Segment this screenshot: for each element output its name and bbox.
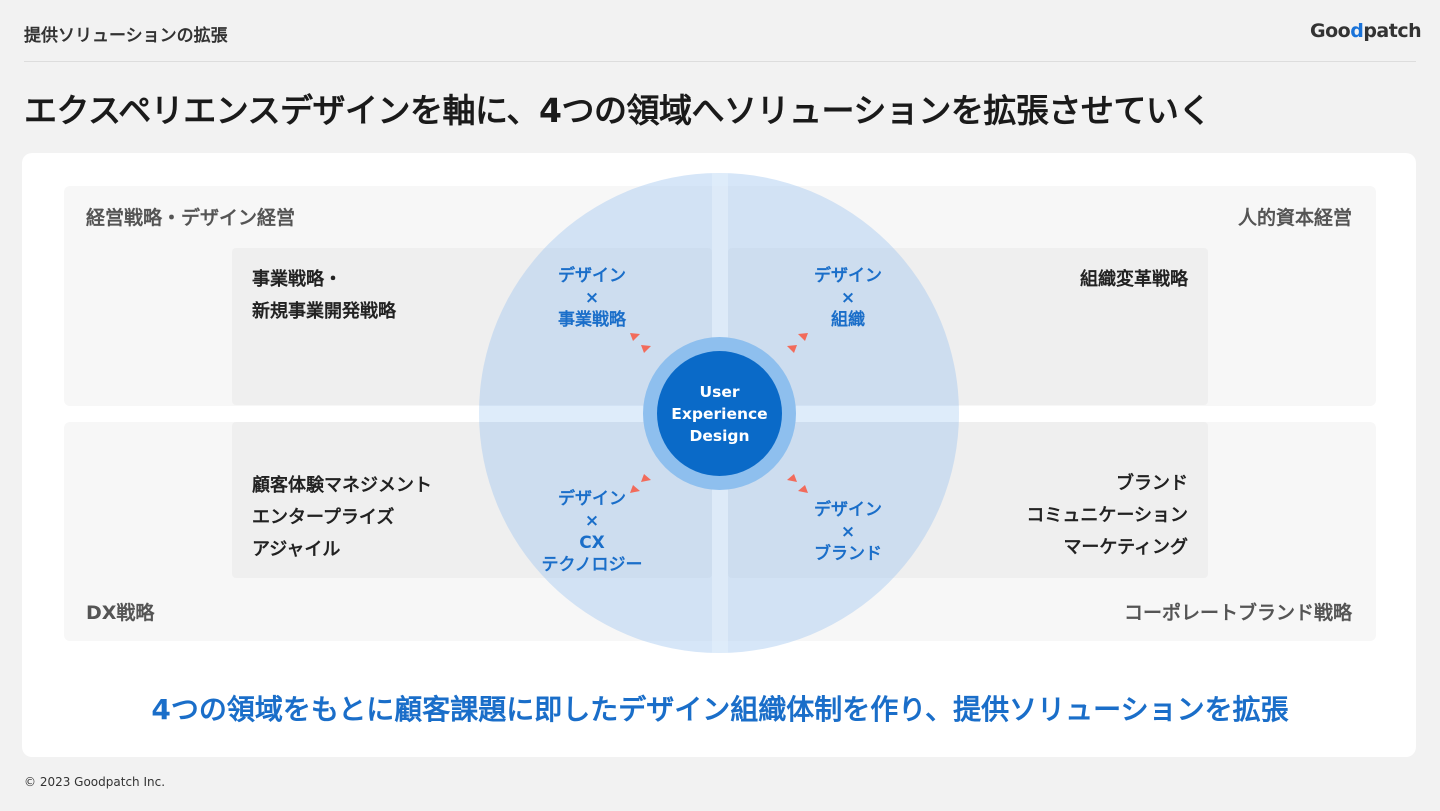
quadrant-label-tl: 経営戦略・デザイン経営: [86, 207, 296, 229]
arrow-icon: [787, 474, 797, 482]
items-bl: 顧客体験マネジメント エンタープライズ アジャイル: [252, 470, 432, 566]
axis-text: 事業戦略: [558, 310, 626, 330]
items-tl: 事業戦略・ 新規事業開発戦略: [252, 264, 396, 328]
axis-text: ブランド: [814, 544, 882, 564]
item: 組織変革戦略: [1080, 269, 1188, 290]
items-tr: 組織変革戦略: [1080, 264, 1188, 296]
divider: [24, 61, 1416, 62]
core-text: User: [699, 382, 740, 401]
item: 事業戦略・: [252, 269, 342, 290]
page-title: エクスペリエンスデザインを軸に、4つの領域へソリューションを拡張させていく: [24, 91, 1211, 130]
conclusion-text: 4つの領域をもとに顧客課題に即したデザイン組織体制を作り、提供ソリューションを拡…: [151, 693, 1289, 726]
copyright: © 2023 Goodpatch Inc.: [24, 775, 166, 789]
axis-tr: デザイン×組織: [788, 265, 908, 331]
box-top-left: [232, 248, 712, 405]
axis-text: ×: [584, 288, 600, 308]
quadrant-label-br: コーポレートブランド戦略: [1123, 602, 1352, 624]
quadrant-label-bl: DX戦略: [86, 602, 155, 624]
arrow-icon: [798, 333, 808, 341]
item: ブランド: [1116, 473, 1188, 494]
axis-br: デザイン×ブランド: [788, 499, 908, 565]
box-bottom-right: [728, 422, 1208, 578]
axis-text: デザイン: [814, 500, 882, 520]
axis-text: 組織: [831, 310, 865, 330]
item: マーケティング: [1063, 537, 1188, 558]
box-top-right: [728, 248, 1208, 405]
arrow-icon: [798, 485, 808, 493]
axis-text: テクノロジー: [541, 555, 643, 575]
axis-text: デザイン: [814, 266, 882, 286]
item: アジャイル: [252, 539, 341, 560]
items-br: ブランド コミュニケーション マーケティング: [1026, 468, 1188, 564]
section-title: 提供ソリューションの拡張: [24, 26, 228, 46]
item: エンタープライズ: [252, 507, 395, 528]
item: 新規事業開発戦略: [252, 301, 396, 322]
arrow-icon: [641, 474, 651, 482]
core-text: Design: [689, 426, 750, 445]
arrow-icon: [787, 345, 797, 353]
arrow-icon: [630, 333, 640, 341]
axis-text: CX: [579, 533, 605, 553]
axis-text: ×: [840, 288, 856, 308]
axis-tl: デザイン×事業戦略: [532, 265, 652, 331]
item: 顧客体験マネジメント: [252, 475, 432, 496]
core-text: Experience: [671, 404, 768, 423]
axis-text: デザイン: [558, 489, 626, 509]
item: コミュニケーション: [1026, 505, 1188, 526]
quadrant-label-tr: 人的資本経営: [1237, 207, 1352, 229]
arrow-icon: [630, 485, 640, 493]
axis-text: デザイン: [558, 266, 626, 286]
box-bottom-left: [232, 422, 712, 578]
axis-text: ×: [584, 511, 600, 531]
goodpatch-logo: Goodpatch: [1310, 20, 1422, 42]
axis-text: ×: [840, 522, 856, 542]
arrow-icon: [641, 345, 651, 353]
ux-design-core: User Experience Design: [657, 351, 782, 476]
